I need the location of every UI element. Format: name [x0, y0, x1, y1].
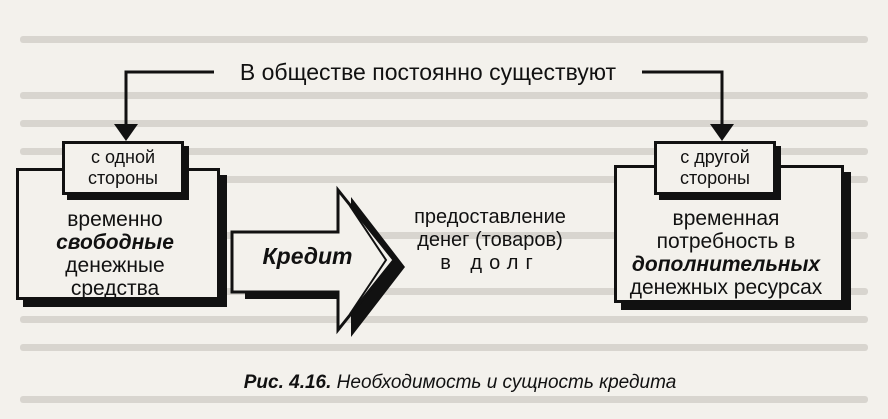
right-label-line: с другой: [680, 147, 750, 167]
left-box-text: временно свободные денежные средства: [16, 208, 214, 300]
left-text-line: денежные: [65, 254, 165, 277]
center-line: предоставление: [414, 206, 566, 228]
right-text-line: денежных ресурсах: [629, 276, 823, 299]
right-box-text: временная потребность в дополнительных д…: [614, 207, 838, 299]
left-text-line-emphasis: свободные: [56, 231, 174, 254]
left-label-line: с одной: [90, 147, 156, 167]
left-text-line: временно: [67, 208, 163, 231]
left-label-line: стороны: [88, 168, 158, 188]
figure-number: Рис. 4.16.: [243, 372, 332, 393]
right-side-label: с другой стороны: [654, 141, 776, 195]
right-label-line: стороны: [680, 168, 750, 188]
figure-title: Необходимость и сущность кредита: [336, 372, 677, 393]
right-text-line: временная: [672, 207, 780, 230]
figure-caption: Рис. 4.16. Необходимость и сущность кред…: [180, 372, 740, 394]
center-line: в долг: [440, 252, 540, 274]
credit-label: Кредит: [262, 243, 353, 269]
diagram-header: В обществе постоянно существуют: [214, 57, 642, 88]
left-side-label: с одной стороны: [62, 141, 184, 195]
right-text-line: потребность в: [656, 230, 796, 253]
center-description: предоставление денег (товаров) в долг: [395, 206, 585, 275]
left-text-line: средства: [70, 277, 160, 300]
right-text-line-emphasis: дополнительных: [631, 253, 821, 276]
arrow-down-left-icon: [114, 124, 138, 141]
credit-arrow-icon: [230, 185, 396, 335]
arrow-down-right-icon: [710, 124, 734, 141]
center-line: денег (товаров): [417, 229, 563, 251]
